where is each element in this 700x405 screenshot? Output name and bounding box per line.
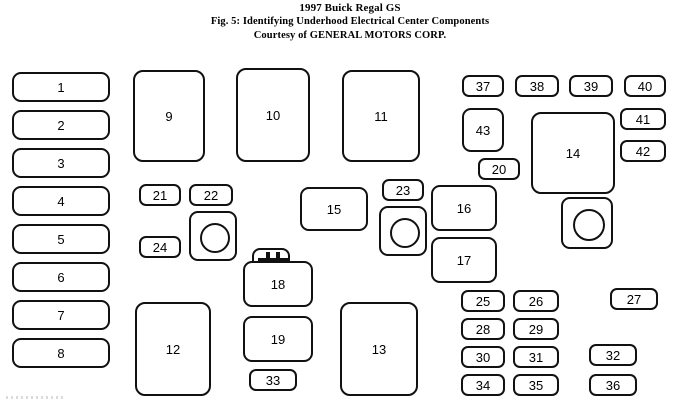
component-22[interactable]: 22 — [189, 184, 233, 206]
component-6[interactable]: 6 — [12, 262, 110, 292]
component-12[interactable]: 12 — [135, 302, 211, 396]
component-23-terminal-ring — [390, 218, 420, 248]
component-7[interactable]: 7 — [12, 300, 110, 330]
component-23-housing[interactable] — [379, 206, 427, 256]
figure-vehicle-title: 1997 Buick Regal GS — [299, 2, 401, 14]
component-5[interactable]: 5 — [12, 224, 110, 254]
component-31[interactable]: 31 — [513, 346, 559, 368]
component-39[interactable]: 39 — [569, 75, 613, 97]
component-19[interactable]: 19 — [243, 316, 313, 362]
component-42[interactable]: 42 — [620, 140, 666, 162]
component-25[interactable]: 25 — [461, 290, 505, 312]
component-22-housing[interactable] — [189, 211, 237, 261]
component-28[interactable]: 28 — [461, 318, 505, 340]
component-21[interactable]: 21 — [139, 184, 181, 206]
underhood-electrical-center-diagram: 1 2 3 4 5 6 7 8 9 10 11 21 22 24 15 23 — [0, 48, 700, 405]
component-33[interactable]: 33 — [249, 369, 297, 391]
figure-caption: Fig. 5: Identifying Underhood Electrical… — [210, 16, 490, 27]
component-34[interactable]: 34 — [461, 374, 505, 396]
component-11[interactable]: 11 — [342, 70, 420, 162]
component-38[interactable]: 38 — [515, 75, 559, 97]
component-8[interactable]: 8 — [12, 338, 110, 368]
component-26[interactable]: 26 — [513, 290, 559, 312]
component-4[interactable]: 4 — [12, 186, 110, 216]
component-14-housing[interactable] — [561, 197, 613, 249]
component-9[interactable]: 9 — [133, 70, 205, 162]
component-37[interactable]: 37 — [462, 75, 504, 97]
component-16[interactable]: 16 — [431, 185, 497, 231]
component-17[interactable]: 17 — [431, 237, 497, 283]
component-22-terminal-ring — [200, 223, 230, 253]
component-18[interactable]: 18 — [243, 261, 313, 307]
component-41[interactable]: 41 — [620, 108, 666, 130]
scan-artifact — [6, 396, 64, 399]
component-3[interactable]: 3 — [12, 148, 110, 178]
component-14[interactable]: 14 — [531, 112, 615, 194]
component-30[interactable]: 30 — [461, 346, 505, 368]
component-10[interactable]: 10 — [236, 68, 310, 162]
component-13[interactable]: 13 — [340, 302, 418, 396]
component-23[interactable]: 23 — [382, 179, 424, 201]
component-20[interactable]: 20 — [478, 158, 520, 180]
component-36[interactable]: 36 — [589, 374, 637, 396]
component-2[interactable]: 2 — [12, 110, 110, 140]
component-27[interactable]: 27 — [610, 288, 658, 310]
component-32[interactable]: 32 — [589, 344, 637, 366]
component-29[interactable]: 29 — [513, 318, 559, 340]
figure-courtesy-line: Courtesy of GENERAL MOTORS CORP. — [253, 30, 447, 41]
component-1[interactable]: 1 — [12, 72, 110, 102]
component-24[interactable]: 24 — [139, 236, 181, 258]
component-43[interactable]: 43 — [462, 108, 504, 152]
component-15[interactable]: 15 — [300, 187, 368, 231]
component-35[interactable]: 35 — [513, 374, 559, 396]
component-40[interactable]: 40 — [624, 75, 666, 97]
component-14-terminal-ring — [573, 209, 605, 241]
